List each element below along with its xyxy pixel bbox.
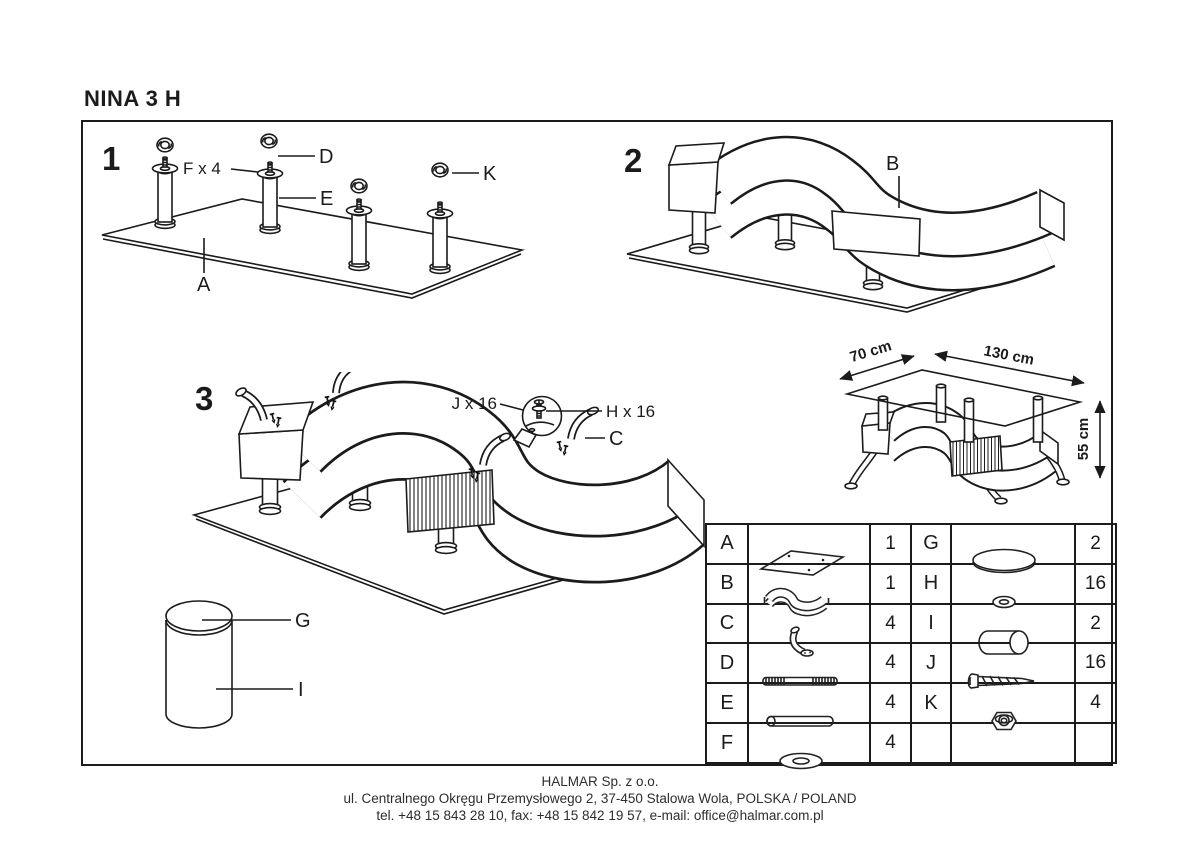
part-icon-round-disc xyxy=(950,523,1076,574)
step1-diagram: 1 F x 4 D E K A xyxy=(101,133,525,299)
table-row: C 4 I 2 xyxy=(705,602,1117,657)
s-base-drawing xyxy=(860,402,1059,492)
part-qty-k: 4 xyxy=(1074,682,1117,725)
part-letter-k: K xyxy=(910,682,952,725)
part-qty-j: 16 xyxy=(1074,642,1117,685)
part-letter-c: C xyxy=(705,602,749,645)
label-i: I xyxy=(298,679,304,701)
instruction-sheet-frame: 1 F x 4 D E K A xyxy=(81,120,1117,770)
part-qty-empty xyxy=(1074,722,1117,764)
glass-panel-drawing xyxy=(101,198,525,299)
part-qty-i: 2 xyxy=(1074,602,1117,645)
label-b: B xyxy=(886,153,899,175)
leader-f xyxy=(230,168,259,173)
step1-number: 1 xyxy=(102,140,120,177)
part-icon-glass-panel xyxy=(747,523,871,576)
leader-j xyxy=(499,403,524,411)
part-icon-washer-large xyxy=(747,722,871,770)
label-g: G xyxy=(295,610,311,632)
table-row: B 1 H 16 xyxy=(705,562,1117,617)
label-f: F x 4 xyxy=(183,159,221,178)
part-letter-i: I xyxy=(910,602,952,645)
hatched-shelf-panel xyxy=(949,435,1003,477)
cylinder-diagram: G I xyxy=(165,600,311,729)
part-icon-threaded-stud xyxy=(747,642,871,687)
bracket-feet-drawing xyxy=(235,372,600,483)
part-letter-a: A xyxy=(705,523,749,565)
s-base-drawing xyxy=(237,380,705,584)
part-qty-e: 4 xyxy=(869,682,912,725)
dimension-arrow-depth xyxy=(839,354,915,381)
table-row: D 4 J 16 xyxy=(705,642,1117,690)
part-qty-h: 16 xyxy=(1074,562,1117,605)
part-letter-h: H xyxy=(910,562,952,605)
label-c: C xyxy=(609,428,623,450)
parts-table: A 1 G 2 B xyxy=(705,523,1117,770)
part-icon-nut xyxy=(950,682,1076,731)
step3-diagram: 3 J x 16 H x 16 C xyxy=(191,372,705,615)
part-letter-e: E xyxy=(705,682,749,725)
label-j: J x 16 xyxy=(452,394,497,413)
inset-shelf-panel xyxy=(831,210,921,257)
s-base-drawing xyxy=(667,135,1065,292)
footer-address: ul. Centralnego Okręgu Przemysłowego 2, … xyxy=(343,791,857,806)
part-letter-empty xyxy=(910,722,952,764)
footer-company: HALMAR Sp. z o.o. xyxy=(541,774,659,789)
step2-diagram: 2 B xyxy=(624,135,1065,313)
hatched-shelf-panel xyxy=(405,469,495,533)
label-a: A xyxy=(197,274,211,296)
step3-number: 3 xyxy=(195,380,213,417)
label-d: D xyxy=(319,146,333,168)
dimension-diagram: 70 cm 130 cm 55 cm xyxy=(839,337,1106,505)
label-e: E xyxy=(320,188,333,210)
part-icon-tube-leg xyxy=(747,682,871,728)
part-qty-b: 1 xyxy=(869,562,912,605)
part-qty-a: 1 xyxy=(869,523,912,565)
table-row: A 1 G 2 xyxy=(705,523,1117,576)
dimension-arrow-length xyxy=(934,350,1085,387)
dimension-height: 55 cm xyxy=(1075,418,1092,461)
part-qty-g: 2 xyxy=(1074,523,1117,565)
label-k: K xyxy=(483,163,497,185)
part-letter-f: F xyxy=(705,722,749,764)
dimension-depth: 70 cm xyxy=(848,337,894,366)
part-qty-d: 4 xyxy=(869,642,912,685)
part-letter-d: D xyxy=(705,642,749,685)
cylinder-drawing xyxy=(165,600,233,729)
part-letter-b: B xyxy=(705,562,749,605)
footer-contact: tel. +48 15 843 28 10, fax: +48 15 842 1… xyxy=(376,808,824,823)
page-title: NINA 3 H xyxy=(84,86,182,111)
table-row: E 4 K 4 xyxy=(705,682,1117,731)
part-icon-s-base xyxy=(747,562,871,617)
part-qty-f: 4 xyxy=(869,722,912,764)
detail-circle xyxy=(512,395,563,449)
part-letter-j: J xyxy=(910,642,952,685)
table-row: F 4 xyxy=(705,722,1117,770)
part-icon-drum xyxy=(950,602,1076,655)
part-qty-c: 4 xyxy=(869,602,912,645)
label-h: H x 16 xyxy=(606,402,655,421)
part-letter-g: G xyxy=(910,523,952,565)
step2-number: 2 xyxy=(624,142,642,179)
